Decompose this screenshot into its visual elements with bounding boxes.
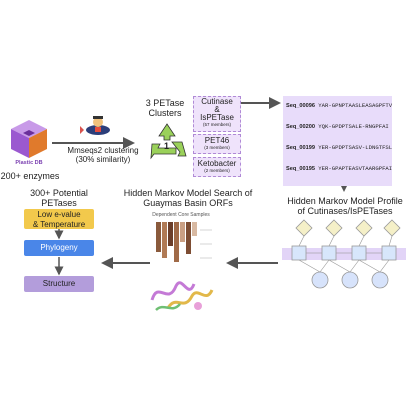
clusters-title: 3 PETase Clusters bbox=[140, 98, 190, 118]
cluster-box-pet46: PET46 (3 members) bbox=[193, 134, 241, 154]
cluster-box-ketobacter: Ketobacter (2 members) bbox=[193, 157, 241, 177]
hmm-search-title: Hidden Markov Model Search of Guaymas Ba… bbox=[118, 188, 258, 208]
step-structure: Structure bbox=[24, 276, 94, 292]
step-phylogeny: Phylogeny bbox=[24, 240, 94, 256]
hmm-search-line1: Hidden Markov Model Search of bbox=[123, 188, 253, 198]
pipeline-title-line2: PETases bbox=[41, 198, 77, 208]
step1-line1: Low e-value bbox=[37, 210, 81, 219]
hmm-search-line2: Guaymas Basin ORFs bbox=[143, 198, 233, 208]
clusters-title-line1: 3 PETase bbox=[145, 98, 185, 108]
cluster3-members: (2 members) bbox=[204, 168, 230, 173]
seq-row: Seq_00199 YER-GPDPTSASV-LDNGTFSL bbox=[286, 144, 392, 151]
protein-structure-icon bbox=[150, 281, 214, 311]
sequence-alignment-panel: Seq_00096 YAR-GPNPTAASLEASAGPFTV Seq_002… bbox=[283, 96, 392, 186]
recycle-number: 1 bbox=[164, 141, 169, 151]
cluster1-line3: IsPETase bbox=[200, 113, 234, 122]
mmseqs-line2: (30% similarity) bbox=[75, 155, 131, 164]
hmm-profile-title: Hidden Markov Model Profile of Cutinases… bbox=[280, 196, 410, 216]
cluster1-line2: & bbox=[214, 105, 220, 114]
seq-string: YER-GPAPTEASVTAARGPFAI bbox=[318, 165, 393, 172]
search-plot-title: Dependent Core Samples bbox=[152, 212, 210, 218]
rocket-mascot-icon bbox=[80, 116, 110, 135]
seq-id: Seq_00195 bbox=[286, 166, 315, 172]
hmm-profile-diagram bbox=[282, 219, 406, 289]
mmseqs-label: Mmseqs2 clustering (30% similarity) bbox=[58, 146, 148, 164]
mmseqs-line1: Mmseqs2 clustering bbox=[67, 146, 139, 155]
pipeline-title-line1: 300+ Potential bbox=[30, 188, 88, 198]
seq-id: Seq_00096 bbox=[286, 103, 315, 109]
recycle-icon: 1 bbox=[150, 123, 187, 160]
cluster2-members: (3 members) bbox=[204, 145, 230, 150]
cluster2-line1: PET46 bbox=[204, 136, 230, 145]
seq-row: Seq_00200 YQK-GPDPTSALE-RNGPFAI bbox=[286, 123, 389, 130]
plastic-db-cube-icon bbox=[11, 120, 47, 158]
seq-id: Seq_00199 bbox=[286, 145, 315, 151]
cluster1-line1: Cutinase bbox=[201, 97, 233, 106]
seq-row: Seq_00096 YAR-GPNPTAASLEASAGPFTV bbox=[286, 102, 392, 109]
heatmap-plot bbox=[156, 222, 212, 262]
seq-row: Seq_00195 YER-GPAPTEASVTAARGPFAI bbox=[286, 165, 392, 172]
seq-id: Seq_00200 bbox=[286, 124, 315, 130]
seq-string: YAR-GPNPTAASLEASAGPFTV bbox=[318, 102, 393, 109]
plastic-db-logo-text: Plastic DB bbox=[15, 160, 43, 166]
hmm-profile-line2: of Cutinases/IsPETases bbox=[297, 206, 393, 216]
step1-line2: & Temperature bbox=[32, 220, 86, 229]
clusters-title-line2: Clusters bbox=[148, 108, 182, 118]
hmm-profile-line1: Hidden Markov Model Profile bbox=[287, 196, 403, 206]
step-low-evalue: Low e-value & Temperature bbox=[24, 209, 94, 229]
pipeline-title: 300+ Potential PETases bbox=[18, 188, 100, 208]
seq-string: YQK-GPDPTSALE-RNGPFAI bbox=[318, 123, 389, 130]
cluster1-members: (57 members) bbox=[202, 122, 231, 127]
cluster-box-cutinase: Cutinase & IsPETase (57 members) bbox=[193, 96, 241, 132]
enzymes-label: 200+ enzymes bbox=[0, 171, 60, 181]
seq-string: YER-GPDPTSASV-LDNGTFSL bbox=[318, 144, 393, 151]
cluster3-line1: Ketobacter bbox=[197, 159, 237, 168]
